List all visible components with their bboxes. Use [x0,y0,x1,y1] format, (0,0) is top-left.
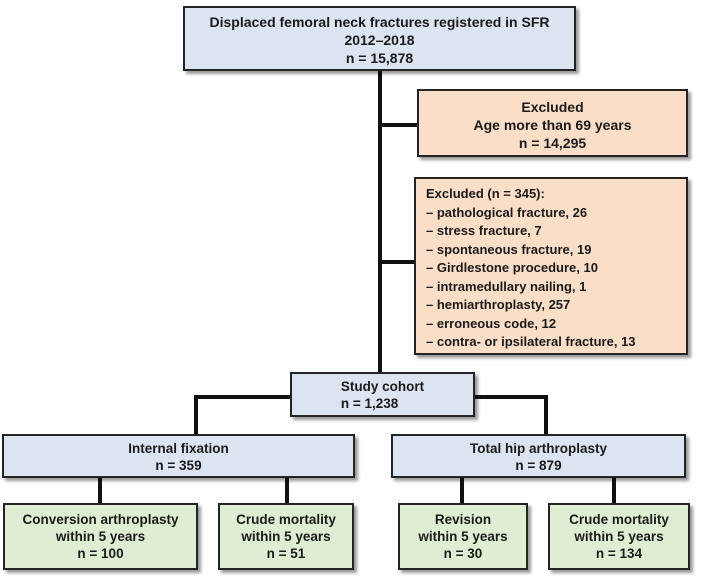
box-excluded-reasons: Excluded (n = 345): – pathological fract… [414,177,688,355]
box-text-line: Study cohort [340,379,425,394]
box-crude-mortality-if: Crude mortality within 5 years n = 51 [218,503,354,570]
box-text-line: n = 100 [77,546,124,561]
excluded-reason-item: – spontaneous fracture, 19 [426,241,592,257]
connector-conversion [98,478,102,503]
box-text-line: Crude mortality [569,512,669,527]
box-text-line: n = 30 [443,546,483,561]
connector-right-vertical [544,395,548,434]
box-text-line: Total hip arthroplasty [469,441,607,456]
connector-right-horizontal [475,395,548,399]
box-text-line: n = 879 [515,458,562,473]
box-text-line: Revision [434,512,492,527]
connector-left-horizontal [194,395,290,399]
box-crude-mortality-tha: Crude mortality within 5 years n = 134 [548,503,690,570]
box-text-line: n = 15,878 [345,50,414,66]
box-text-line: within 5 years [418,529,508,544]
connector-mortality-tha [612,478,616,503]
box-text-line: 2012–2018 [344,32,415,48]
connector-excluded-reasons [380,260,414,264]
box-text-line: Crude mortality [236,512,336,527]
excluded-reason-item: – pathological fracture, 26 [426,204,588,220]
connector-excluded-age [380,123,417,127]
excluded-reasons-title: Excluded (n = 345): [426,186,545,201]
excluded-reason-item: – contra- or ipsilateral fracture, 13 [426,334,636,349]
box-text-line: Internal fixation [128,441,229,456]
box-text-line: n = 359 [155,458,202,473]
box-registered-fractures: Displaced femoral neck fractures registe… [183,6,576,71]
connector-revision [460,478,464,503]
box-revision: Revision within 5 years n = 30 [398,503,528,570]
box-text-line: Excluded [521,99,584,115]
box-study-cohort: Study cohort n = 1,238 [290,372,475,417]
excluded-reason-item: – erroneous code, 12 [426,315,557,331]
box-text-line: within 5 years [55,529,146,544]
box-text-line: n = 14,295 [518,135,587,151]
box-total-hip-arthroplasty: Total hip arthroplasty n = 879 [391,434,686,478]
connector-mortality-if [285,478,289,503]
excluded-reason-item: – hemiarthroplasty, 257 [426,297,571,312]
box-text-line: Displaced femoral neck fractures registe… [209,14,550,30]
excluded-reason-item: – stress fracture, 7 [426,223,542,238]
box-text-line: within 5 years [574,529,664,544]
box-conversion-arthroplasty: Conversion arthroplasty within 5 years n… [3,503,198,570]
box-text-line: Age more than 69 years [473,117,632,133]
box-text-line: Conversion arthroplasty [22,512,179,527]
connector-main-vertical [378,71,382,372]
study-cohort-text: Study cohort n = 1,238 [341,378,424,412]
box-text-line: within 5 years [241,529,331,544]
excluded-reason-item: – intramedullary nailing, 1 [426,278,587,294]
box-text-line: n = 134 [595,546,643,561]
excluded-reason-item: – Girdlestone procedure, 10 [426,260,598,275]
connector-left-vertical [194,395,198,434]
box-text-line: n = 1,238 [340,396,399,411]
box-text-line: n = 51 [266,546,306,561]
box-excluded-age: Excluded Age more than 69 years n = 14,2… [417,89,688,157]
box-internal-fixation: Internal fixation n = 359 [2,434,355,478]
